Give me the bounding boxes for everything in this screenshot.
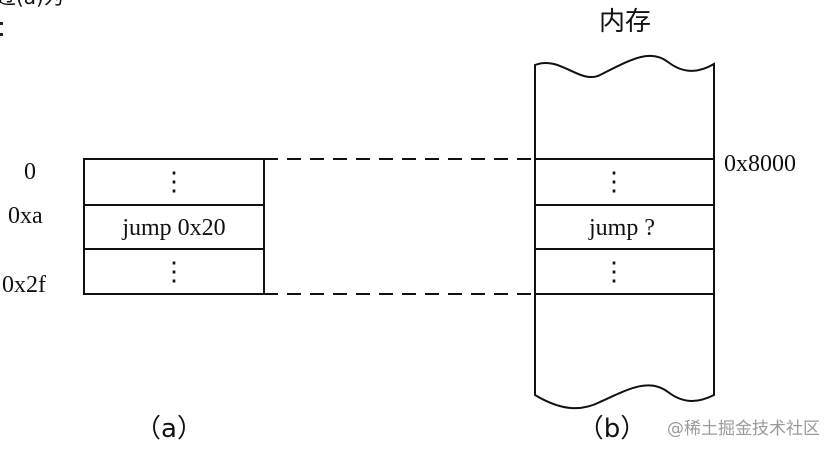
- program-block: [83, 158, 265, 295]
- program-row-jump-instruction: jump 0x20: [121, 215, 225, 241]
- program-address-jump: 0xa: [8, 203, 43, 229]
- memory-row-jump-instruction: jump ?: [588, 215, 655, 241]
- program-row-ellipsis: ⋮: [161, 257, 187, 286]
- caption-b: （b）: [578, 414, 647, 444]
- cropped-heading-fragment: 过(a)为: [0, 0, 64, 9]
- program-row-ellipsis: ⋮: [161, 167, 187, 196]
- cropped-colon-dot: [0, 22, 3, 25]
- cropped-colon-dot: [0, 33, 3, 36]
- program-address-start: 0: [24, 159, 36, 185]
- caption-a: （a）: [135, 414, 203, 444]
- program-address-end: 0x2f: [2, 272, 46, 298]
- memory-row-ellipsis: ⋮: [601, 257, 627, 286]
- memory-title: 内存: [599, 7, 651, 37]
- watermark-text: @稀土掘金技术社区: [667, 419, 820, 439]
- memory-row-ellipsis: ⋮: [601, 167, 627, 196]
- memory-base-address: 0x8000: [724, 151, 796, 177]
- memory-block-outline: [534, 54, 715, 410]
